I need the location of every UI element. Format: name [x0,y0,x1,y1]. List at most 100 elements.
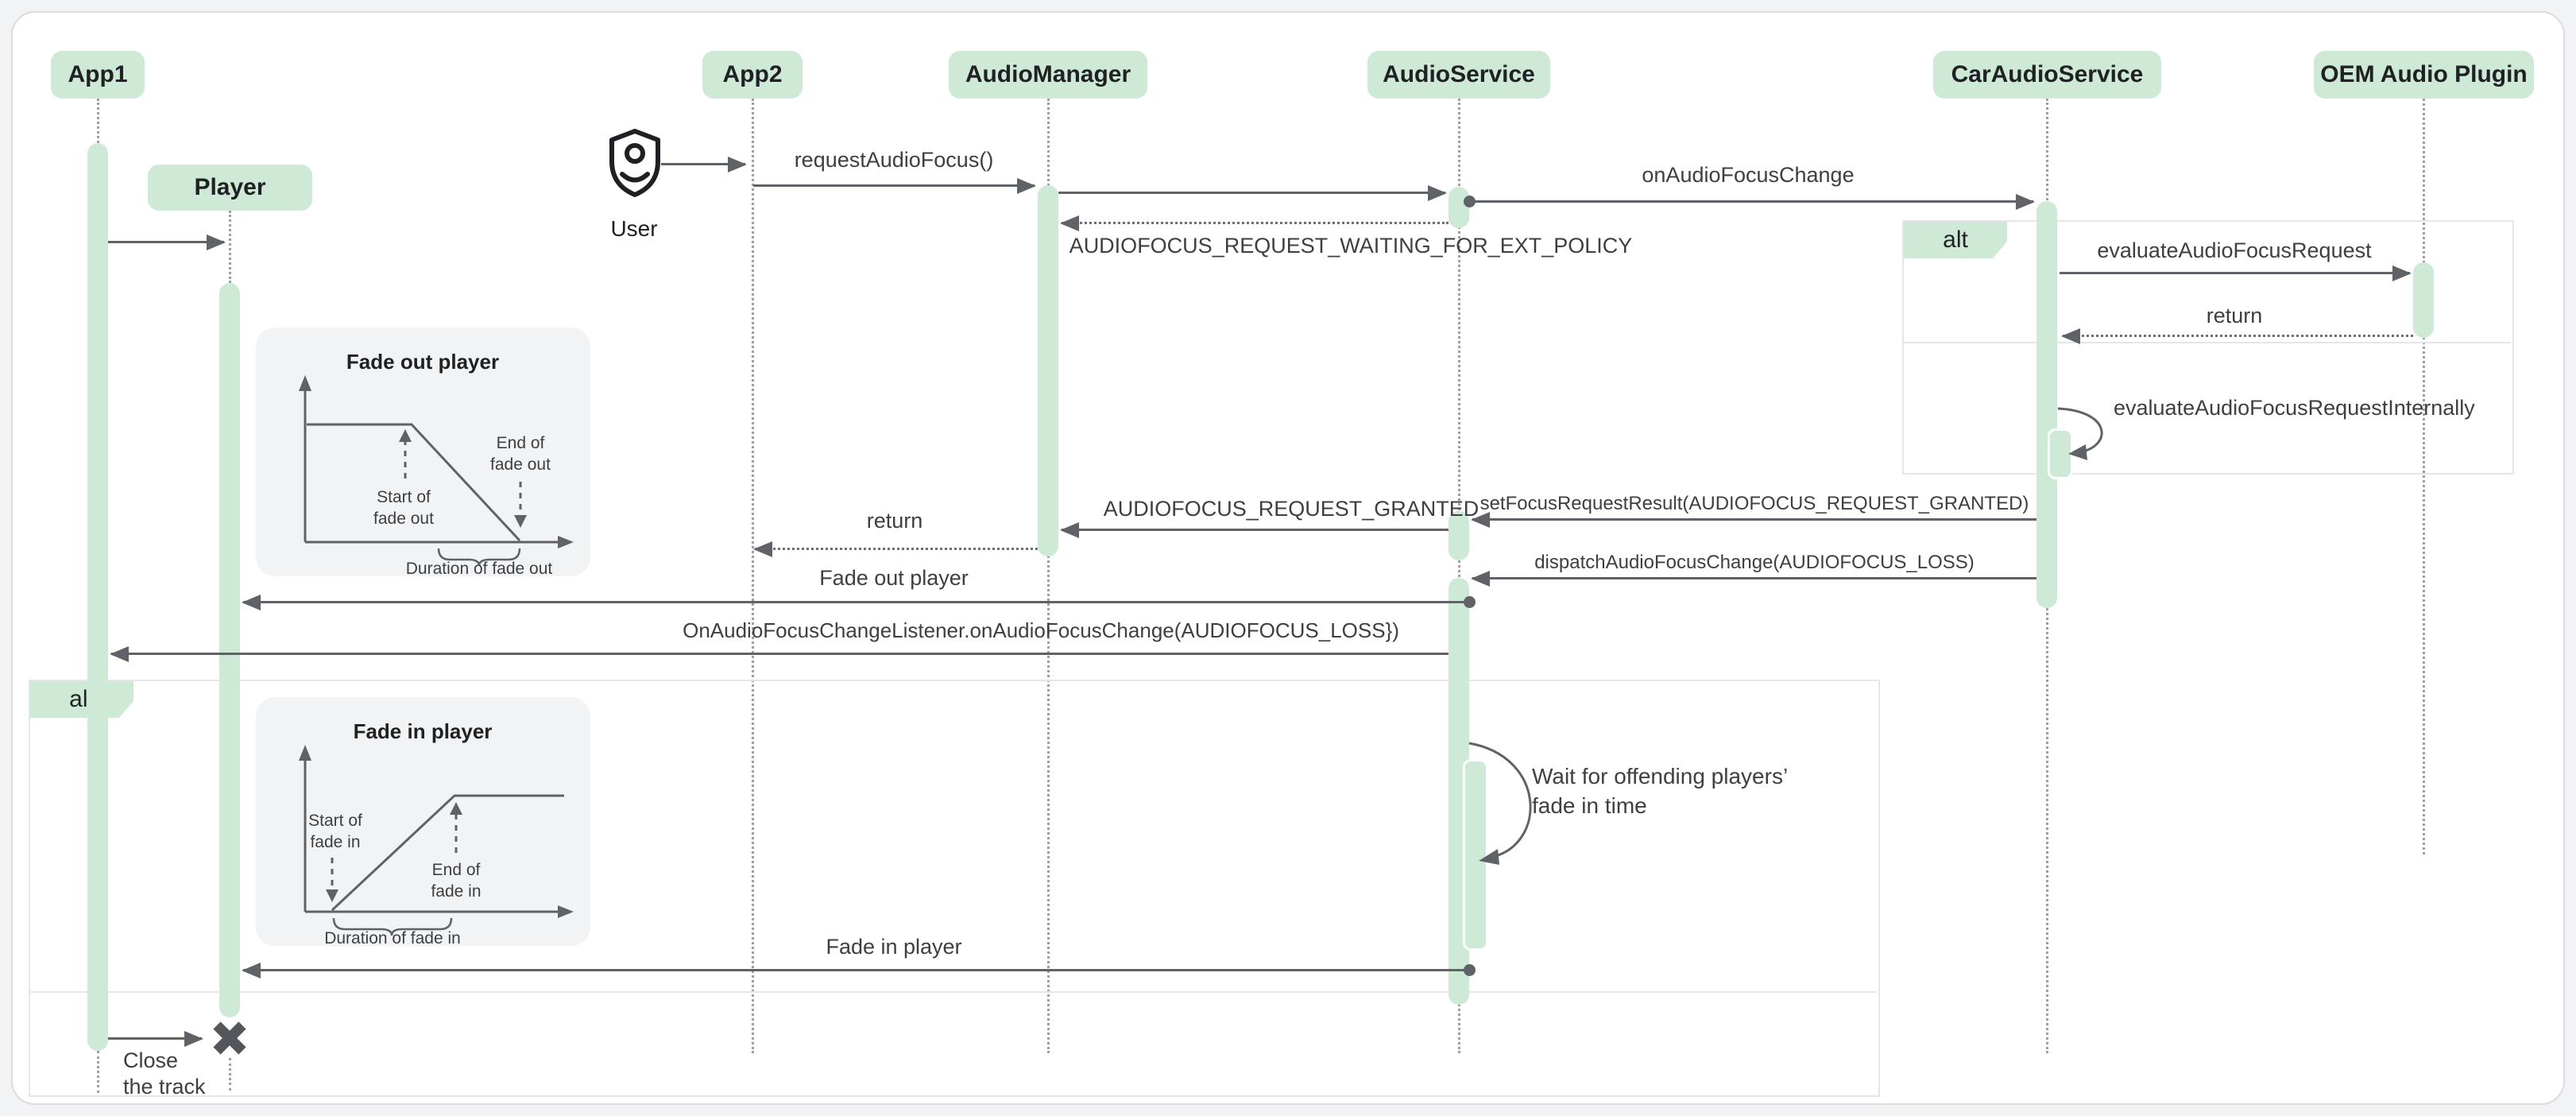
participant-oem-audio-plugin: OEM Audio Plugin [2314,51,2534,99]
label-request-granted: AUDIOFOCUS_REQUEST_GRANTED [1104,497,1479,521]
chart-title: Fade out player [346,350,499,374]
label-evaluate-internally: evaluateAudioFocusRequestInternally [2114,396,2475,420]
arrowhead-icon [2061,328,2080,344]
message-origin-dot [1464,964,1476,976]
participant-label: AudioManager [965,61,1131,87]
activation-player [219,283,240,1017]
label-text: AUDIOFOCUS_REQUEST_GRANTED [1103,497,1479,521]
alt-frame-left-divider [30,991,1877,993]
participant-label: App2 [722,61,783,87]
arrowhead-icon [1428,185,1447,201]
label-text: Fade in player [826,935,962,959]
chart-label: fade out [373,510,434,528]
arrow-on-audio-focus-change [1469,194,2035,210]
chart-label: End of [432,861,481,879]
chart-label: Duration of fade out [406,560,553,578]
chart-label: Start of [308,812,362,830]
alt-frame-right-label: alt [1904,222,2007,258]
chart-label: End of [497,434,545,452]
alt-label: alt [1943,227,1968,253]
arrow-waiting-ext-policy [1060,215,1449,231]
label-fade-out-player: Fade out player [819,566,969,591]
label-text: return [866,509,923,533]
activation-audiomanager [1038,185,1058,556]
lifeline-oem [2423,99,2425,854]
actor-label-text: User [610,216,658,241]
arrowhead-icon [207,234,226,250]
participant-audiomanager: AudioManager [949,51,1147,99]
chart-label: Duration of fade in [324,929,461,947]
activation-audioservice-wait [1463,759,1488,951]
arrow-app1-to-player [108,234,226,250]
participant-caraudioservice: CarAudioService [1933,51,2161,99]
participant-app1: App1 [51,51,145,99]
arrowhead-icon [1471,512,1490,528]
fade-in-chart: Fade in player Start of fade in End of f… [256,697,590,947]
arrow-dispatch-change [1471,571,2036,587]
arrow-close-track [108,1031,203,1047]
arrow-evaluate-request [2060,265,2412,281]
arrowhead-icon [2016,194,2035,210]
lifeline-player-stub [229,1058,231,1091]
label-text: setFocusRequestResult(AUDIOFOCUS_REQUEST… [1479,493,2029,514]
lifeline-player [229,211,231,283]
lifeline-audioservice [1458,99,1460,1053]
label-close-the-track: Close the track [123,1048,206,1100]
activation-audioservice-1 [1449,187,1469,228]
activation-oem [2413,262,2434,338]
arrowhead-icon [1060,522,1079,538]
arrowhead-icon [1471,571,1490,587]
arrowhead-icon [1060,215,1079,231]
arrow-return-manager [753,541,1038,557]
arrow-focus-change-listener [110,646,1449,662]
chart-label: fade in [310,833,360,851]
arrow-fade-out-player [242,595,1469,610]
lifeline-app2 [752,99,754,1053]
label-text: onAudioFocusChange [1642,163,1855,187]
alt-frame-right [1902,220,2514,475]
message-origin-dot [1464,196,1476,207]
label-focus-change-listener: OnAudioFocusChangeListener.onAudioFocusC… [683,618,1399,643]
chart-label: fade in [431,882,481,901]
alt-frame-left-label: alt [30,681,133,718]
participant-player: Player [148,165,312,211]
chart-label: fade out [490,455,551,474]
label-text: return [2206,304,2263,327]
arrowhead-icon [184,1031,203,1047]
alt-frame-left [29,680,1880,1097]
label-dispatch-change: dispatchAudioFocusChange(AUDIOFOCUS_LOSS… [1534,552,1975,574]
participant-label: Player [194,174,266,200]
note-line: fade in time [1532,793,1647,818]
arrowhead-icon [242,963,261,978]
chart-label: Start of [377,488,431,506]
label-on-audio-focus-change: onAudioFocusChange [1642,163,1854,188]
arrow-return-oem [2061,328,2413,344]
arrowhead-icon [242,595,261,610]
self-arrow-wait-fade-in [1468,742,1532,865]
chart-title: Fade in player [354,719,493,743]
lifeline-app1 [97,99,99,143]
arrow-set-focus-result [1471,512,2036,528]
label-text: dispatchAudioFocusChange(AUDIOFOCUS_LOSS… [1534,552,1975,573]
note-wait-fade-in: Wait for offending players’ fade in time [1532,761,1788,820]
label-text: evaluateAudioFocusRequest [2097,238,2372,262]
arrow-request-granted [1060,522,1449,538]
label-text: evaluateAudioFocusRequestInternally [2114,396,2475,420]
activation-app1 [87,143,108,1051]
label-text: AUDIOFOCUS_REQUEST_WAITING_FOR_EXT_POLIC… [1069,234,1633,258]
arrowhead-icon [753,541,772,557]
label-text: Close [123,1048,179,1072]
participant-label: OEM Audio Plugin [2320,61,2528,87]
lifeline-app1-stub [97,1051,99,1093]
arrowhead-icon [2392,265,2412,281]
label-set-focus-result: setFocusRequestResult(AUDIOFOCUS_REQUEST… [1480,493,2029,515]
arrowhead-icon [110,646,129,662]
arrowhead-icon [1017,178,1036,194]
fade-out-chart: Fade out player Start of fade out End of… [256,327,590,578]
arrow-user-to-app2 [661,157,747,172]
label-return-manager: return [867,509,923,533]
note-line: Wait for offending players’ [1532,764,1789,789]
shield-person-icon [609,129,660,197]
participant-label: App1 [68,61,128,87]
participant-label: CarAudioService [1951,61,2144,87]
